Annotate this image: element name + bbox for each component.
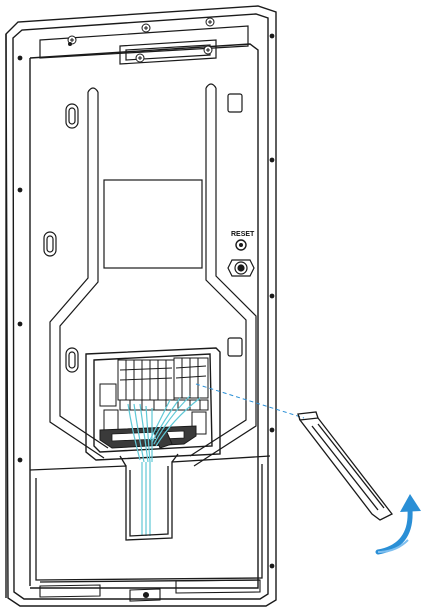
- reset-label: RESET: [231, 231, 255, 238]
- device-frame: [5, 5, 277, 607]
- top-bracket: [39, 25, 249, 65]
- mounting-holes: [43, 93, 243, 373]
- wiring-compartment: [85, 347, 221, 461]
- reset-area: RESET: [227, 231, 255, 277]
- curved-arrow-icon: [375, 494, 421, 555]
- screw-icon: [203, 45, 213, 55]
- screw-group: [67, 17, 215, 63]
- screw-icon: [141, 23, 151, 33]
- label-plate: [103, 179, 203, 269]
- guide-rails: [49, 83, 257, 467]
- edge-rivets: [17, 33, 275, 569]
- screw-icon: [135, 53, 145, 63]
- cable-bundle: [127, 395, 201, 536]
- screw-icon: [205, 17, 215, 27]
- alignment-guide: [195, 383, 305, 419]
- bottom-cover: [29, 453, 271, 583]
- reset-knob: [227, 259, 255, 277]
- terminal-blocks: [99, 357, 209, 435]
- bottom-hinges: [39, 579, 261, 602]
- detached-cover[interactable]: [297, 411, 393, 521]
